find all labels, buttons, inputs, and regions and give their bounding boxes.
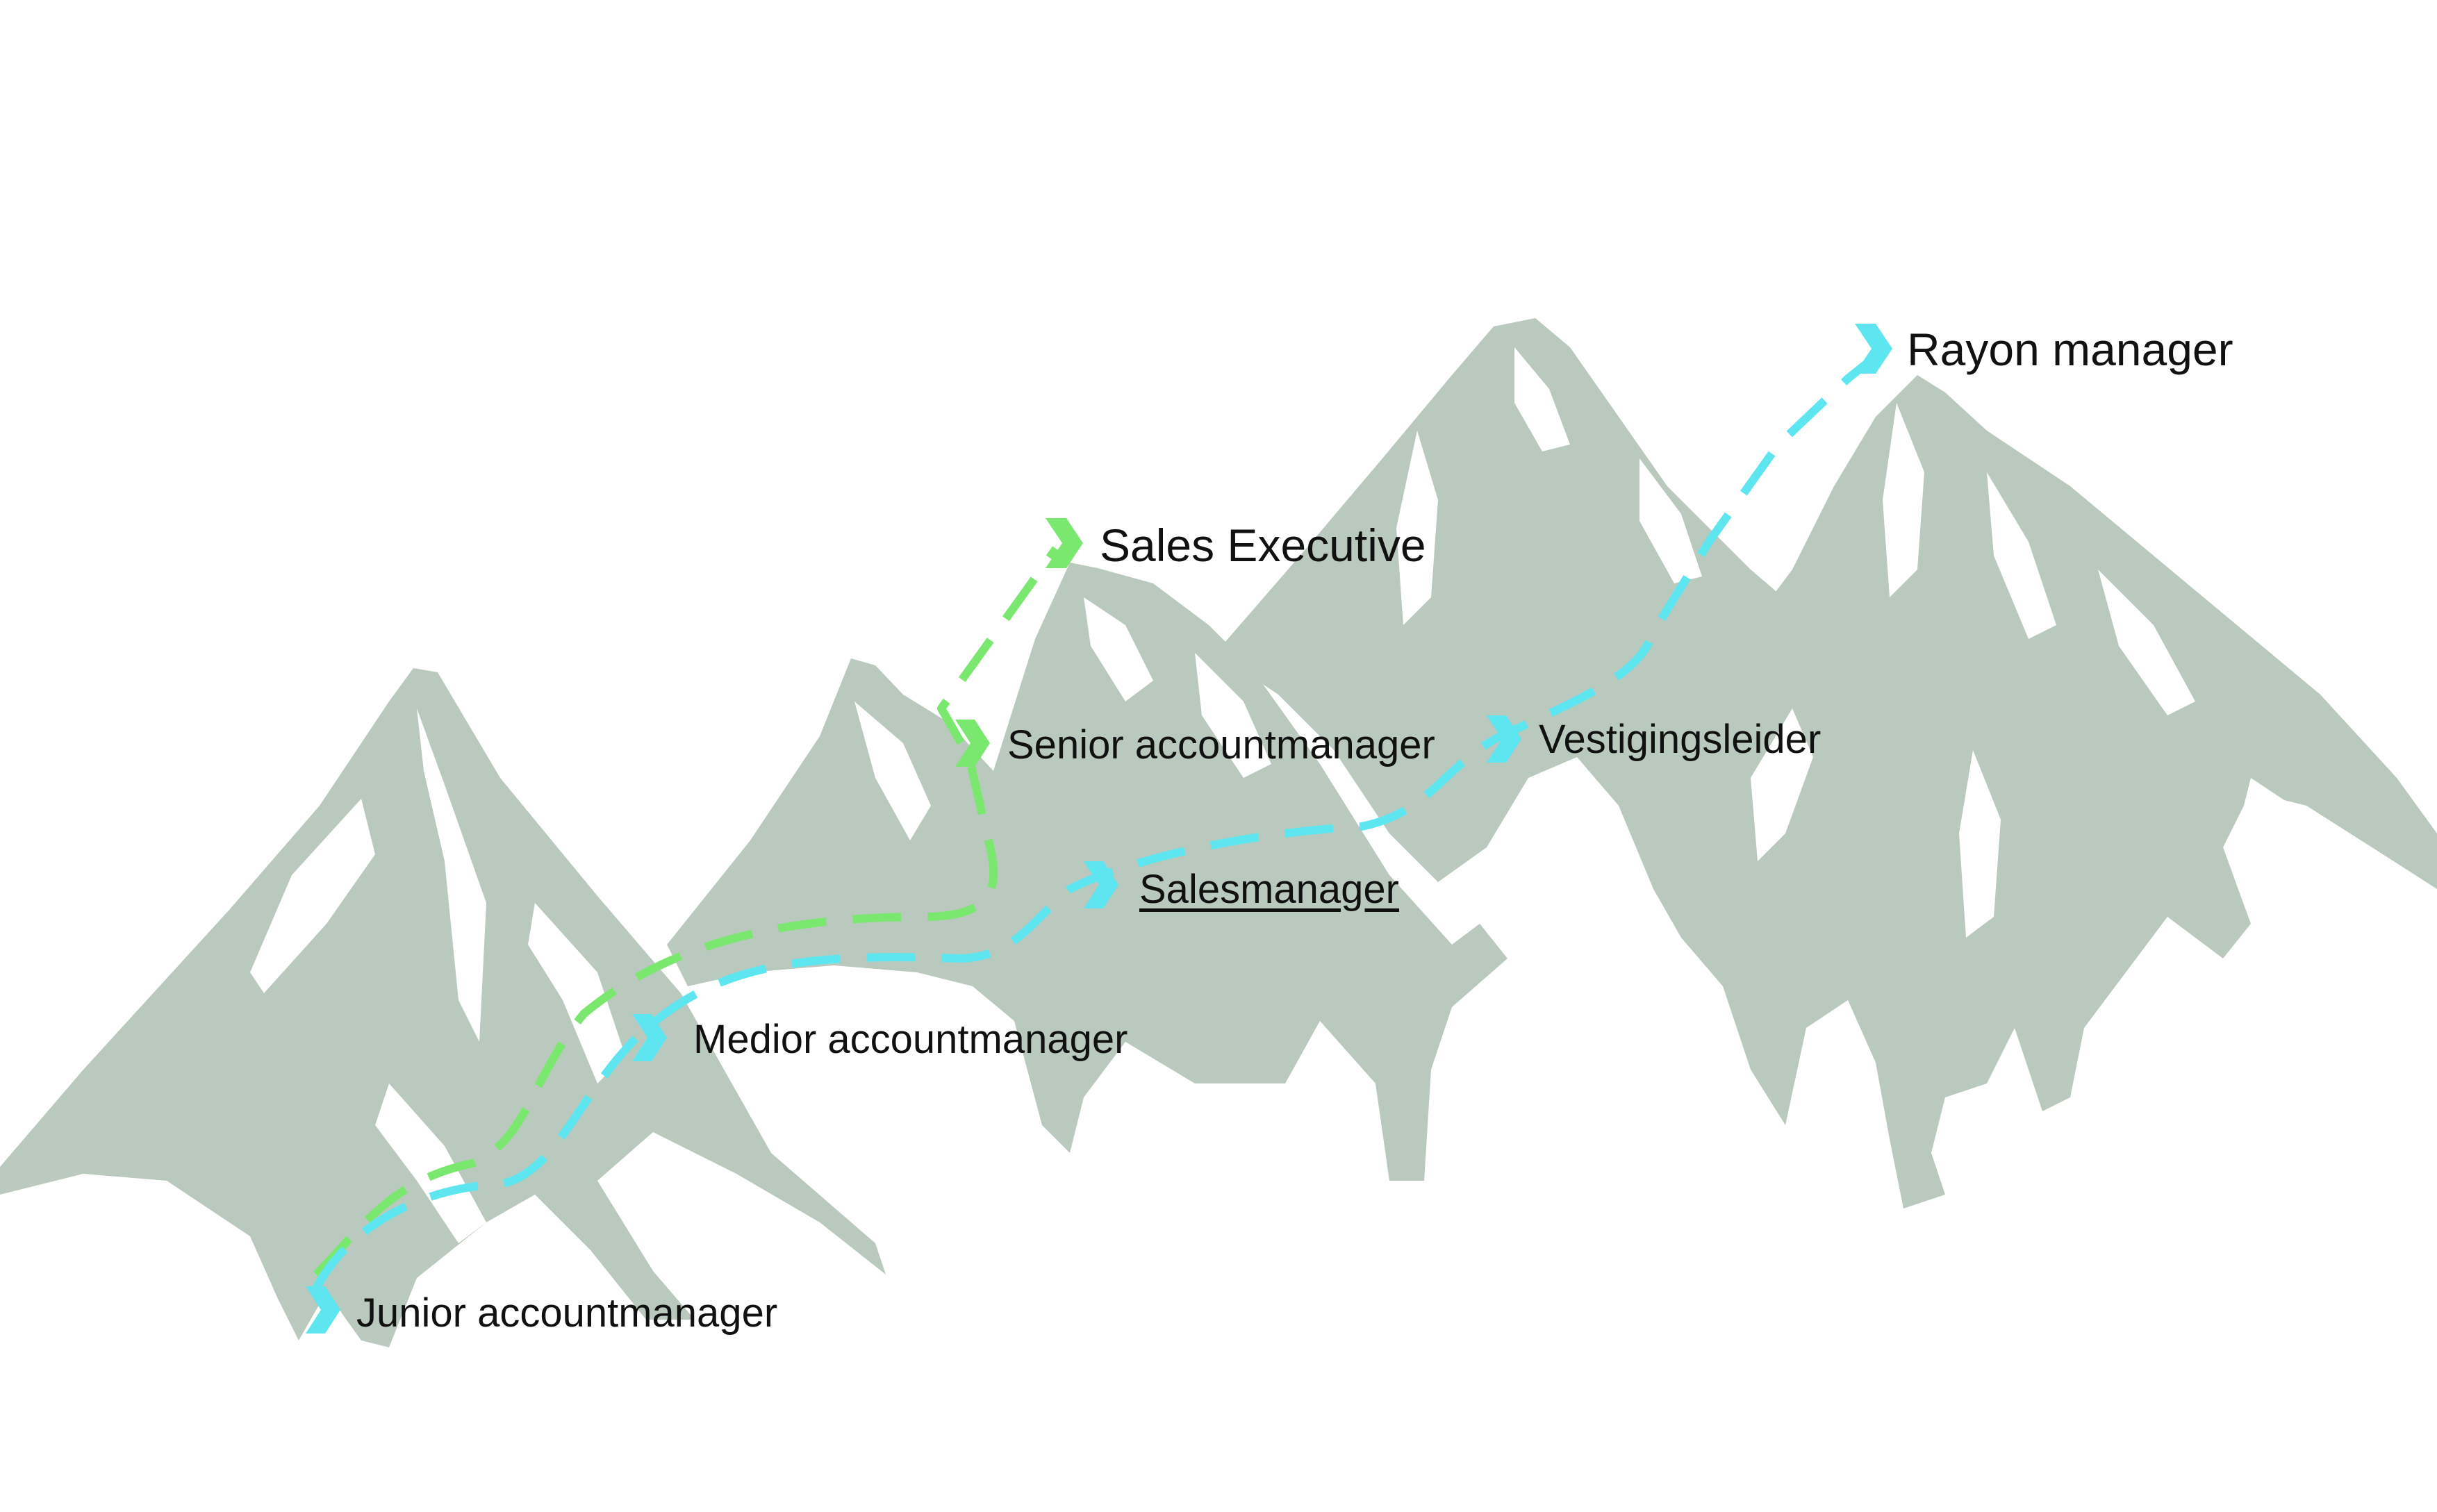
career-routes: [312, 347, 1885, 1290]
mountain-right-front: [1619, 375, 2437, 1208]
chevron-right-icon: [1487, 715, 1521, 763]
chevron-right-icon: [1084, 861, 1118, 908]
chevron-right-icon: [955, 720, 990, 767]
step-markers: [306, 324, 1892, 1334]
step-label-medior-accountmanager: Medior accountmanager: [693, 1017, 1128, 1062]
mountain-middle: [667, 563, 1507, 1181]
step-label-sales-executive: Sales Executive: [1100, 520, 1426, 571]
mountain-left: [0, 668, 886, 1347]
chevron-right-icon: [632, 1014, 667, 1061]
mountain-crevices: [250, 347, 2313, 1243]
step-label-junior-accountmanager: Junior accountmanager: [356, 1290, 778, 1336]
chevron-right-icon: [1046, 518, 1083, 568]
step-label-vestigingsleider: Vestigingsleider: [1539, 717, 1821, 762]
mountain-right-back: [1216, 318, 1799, 882]
chevron-right-icon: [306, 1286, 340, 1334]
step-label-salesmanager: Salesmanager: [1139, 867, 1399, 912]
step-label-rayon-manager: Rayon manager: [1907, 324, 2233, 375]
mountain-range: [0, 318, 2437, 1347]
chevron-right-icon: [1855, 324, 1892, 374]
step-label-senior-accountmanager: Senior accountmanager: [1007, 722, 1435, 767]
route-cyan: [312, 347, 1885, 1290]
